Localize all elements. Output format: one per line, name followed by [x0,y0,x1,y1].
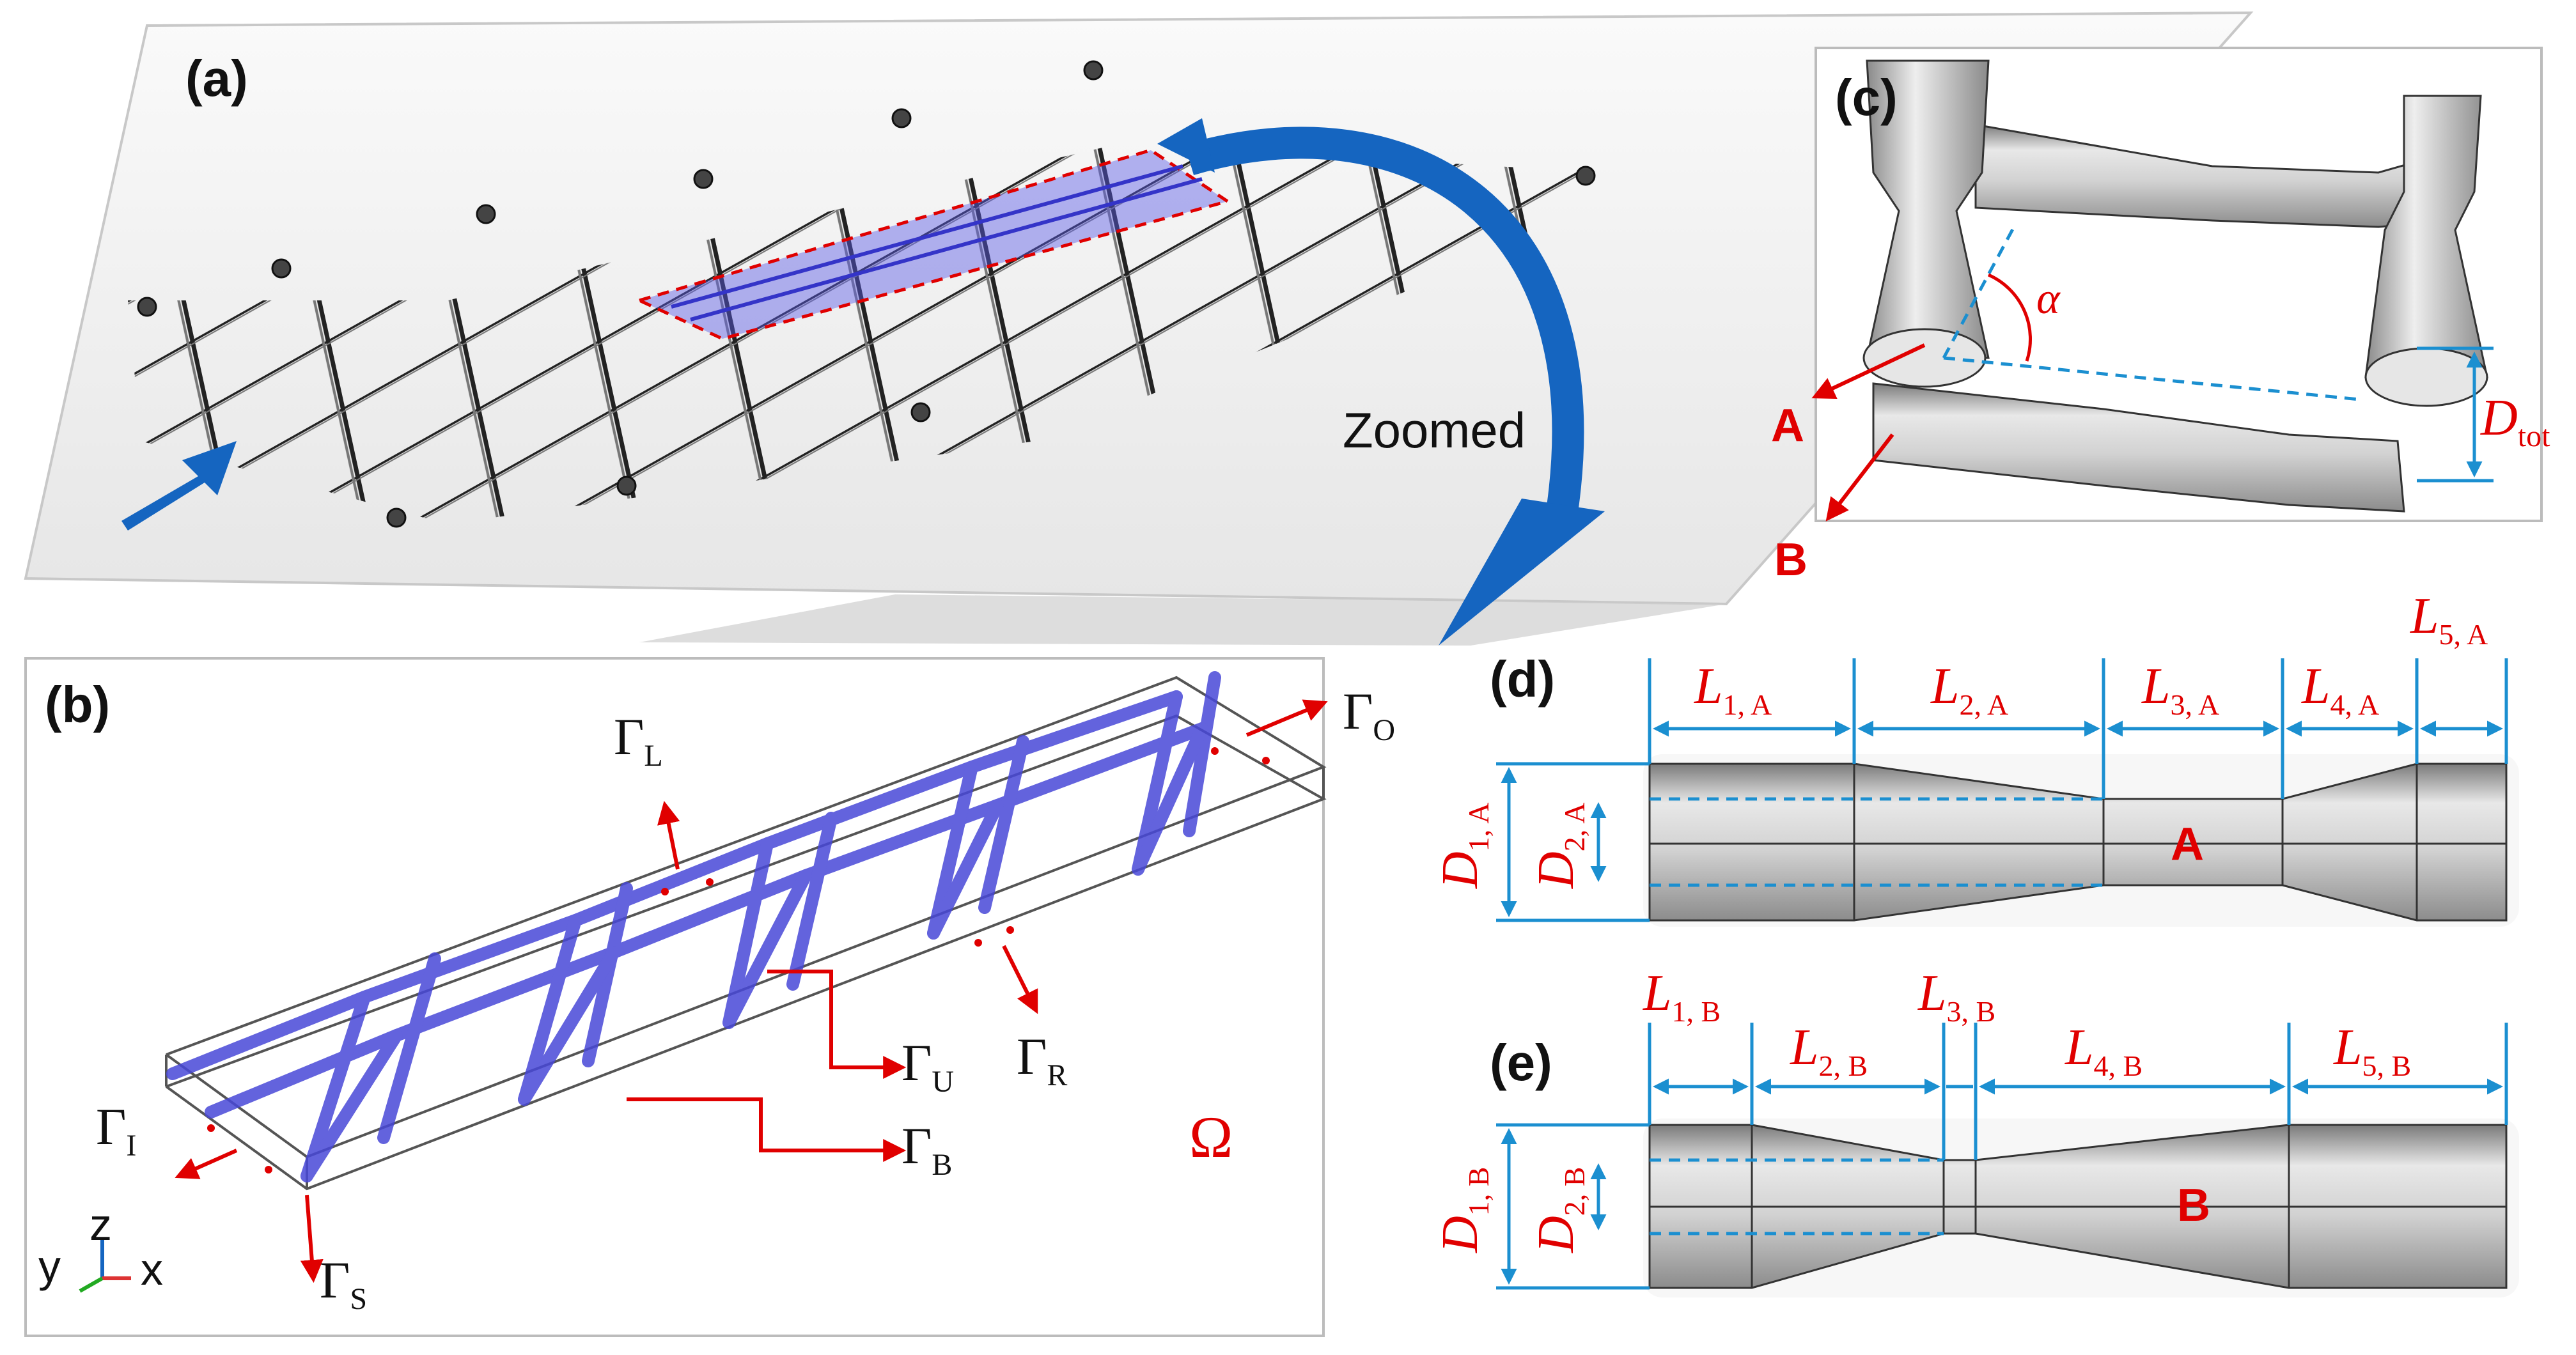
D2B-label: D2, B [1528,1167,1591,1253]
zoomed-label: Zoomed [1343,402,1526,458]
axis-z: z [90,1200,112,1250]
unit-cell-struts [166,671,1221,1182]
label-B-c: B [1774,534,1807,585]
dtot-label: Dtot [2480,390,2550,453]
axis-triad: y z x [38,1200,163,1294]
gamma-R: ΓR [1017,1027,1067,1092]
axis-y: y [38,1241,61,1291]
L5A-label: L5, A [2410,588,2488,651]
L5B-label: L5, B [2333,1019,2411,1082]
panel-b-frame [24,657,1325,1337]
panel-a-label: (a) [185,50,248,107]
strut-bottom [1872,382,2405,513]
L4A-label: L4, A [2301,658,2379,721]
lattice-joints [137,60,1596,528]
panel-c: α A B Dtot (c) [1771,47,2550,585]
L1A-label: L1, A [1694,658,1772,721]
angle-alpha [1942,226,2360,401]
L1B-label: L1, B [1643,965,1721,1028]
panel-d-label: (d) [1490,651,1555,708]
boundary-arrows [175,699,1328,1283]
D2A-label: D2, A [1528,803,1591,889]
D1B-label: D1, B [1432,1167,1495,1253]
omega-label: Ω [1189,1104,1233,1170]
gamma-U: ΓU [902,1034,954,1099]
strut-A-center-label: A [2171,819,2204,870]
panel-e: (e) L1, B L2, B L3, B L4, B L5, B D1, B … [1432,965,2519,1297]
panel-b: (b) ΓL ΓO ΓU ΓR ΓB ΓI ΓS Ω y z x [24,657,1395,1337]
panel-e-label: (e) [1490,1034,1552,1091]
L2B-label: L2, B [1790,1019,1868,1082]
D1A-label: D1, A [1432,803,1495,889]
axis-x: x [141,1244,163,1294]
L2A-label: L2, A [1930,658,2008,721]
panel-c-label: (c) [1835,69,1898,126]
zoom-arrow [1184,127,1584,527]
L4B-label: L4, B [2065,1019,2143,1082]
alpha-label: α [2036,274,2061,323]
gamma-L: ΓL [614,708,663,773]
panel-d: (d) L1, A L2, A L3, A L4, A L5, A D1, A … [1432,588,2519,927]
gamma-S: ΓS [320,1251,367,1316]
panel-b-label: (b) [45,676,110,733]
domain-box [165,676,1327,1191]
boundary-dots [207,747,1270,1173]
L3B-label: L3, B [1917,965,1995,1028]
label-A-c: A [1771,400,1804,451]
L3A-label: L3, A [2141,658,2219,721]
gamma-I: ΓI [96,1097,136,1163]
dtot-dimension [2417,346,2494,483]
gamma-O: ΓO [1343,682,1395,747]
strut-B-center-label: B [2177,1180,2210,1231]
direction-arrow [121,441,237,530]
panel-a: (a) Zoomed [24,11,2254,646]
gamma-B: ΓB [902,1117,952,1182]
zoom-shadow [639,594,1726,646]
